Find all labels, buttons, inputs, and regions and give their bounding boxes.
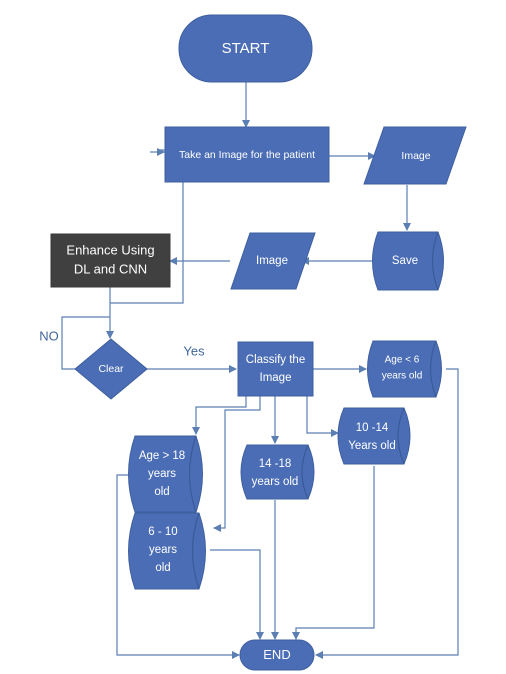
take-image-label: Take an Image for the patient <box>179 149 315 161</box>
age-14-18-line1: 14 -18 <box>259 458 292 470</box>
no-branch <box>61 316 110 370</box>
enhance-label-line1: Enhance Using <box>66 242 154 257</box>
start-node: START <box>178 14 313 83</box>
start-label: START <box>222 40 270 57</box>
age-10-14-node: 10 -14 Years old <box>337 407 411 465</box>
enhance-label-line2: DL and CNN <box>74 261 147 276</box>
age-10-14-line1: 10 -14 <box>356 422 389 434</box>
age-6-10-line2: years <box>149 544 177 556</box>
end-label: END <box>263 647 290 662</box>
arrow-age-6-10-to-end <box>210 549 264 640</box>
image-mid-label: Image <box>256 255 288 267</box>
arrow-age-10-14-to-end <box>292 466 375 640</box>
save-node: Save <box>372 231 444 291</box>
arrow-classify-to-age-gt18 <box>192 396 247 435</box>
age-10-14-line2: Years old <box>348 440 396 452</box>
arrow-classify-to-age-10-14 <box>306 396 339 437</box>
clear-label: Clear <box>98 363 124 375</box>
arrow-age-lt6-to-end <box>315 368 459 659</box>
age-lt6-line2: years old <box>382 371 423 382</box>
age-14-18-node: 14 -18 years old <box>240 444 315 500</box>
arrow-age-gt18-to-end <box>116 474 240 659</box>
no-label: NO <box>39 328 59 343</box>
take-image-node: Take an Image for the patient <box>164 126 330 183</box>
image-top-node: Image <box>363 126 467 185</box>
age-gt18-line3: old <box>154 486 169 498</box>
enhance-node: Enhance Using DL and CNN <box>50 233 171 288</box>
age-gt18-node: Age > 18 years old <box>128 435 203 513</box>
age-6-10-node: 6 - 10 years old <box>128 512 206 590</box>
connectors <box>61 82 459 659</box>
classify-label-line1: Classify the <box>246 354 305 366</box>
age-6-10-line3: old <box>155 562 170 574</box>
save-label: Save <box>392 255 418 267</box>
classify-label-line2: Image <box>260 372 292 384</box>
image-mid-node: Image <box>230 232 316 290</box>
end-node: END <box>239 639 315 671</box>
clear-node: Clear <box>74 338 148 400</box>
classify-node: Classify the Image <box>237 341 314 397</box>
age-gt18-line2: years <box>148 468 176 480</box>
image-top-label: Image <box>401 150 430 162</box>
age-6-10-line1: 6 - 10 <box>148 526 177 538</box>
age-gt18-line1: Age > 18 <box>139 450 185 462</box>
age-14-18-line2: years old <box>252 476 299 488</box>
age-lt6-node: Age < 6 years old <box>367 340 442 398</box>
age-lt6-line1: Age < 6 <box>385 355 420 366</box>
yes-label: Yes <box>183 343 205 358</box>
arrow-classify-to-age-6-10 <box>213 396 261 532</box>
